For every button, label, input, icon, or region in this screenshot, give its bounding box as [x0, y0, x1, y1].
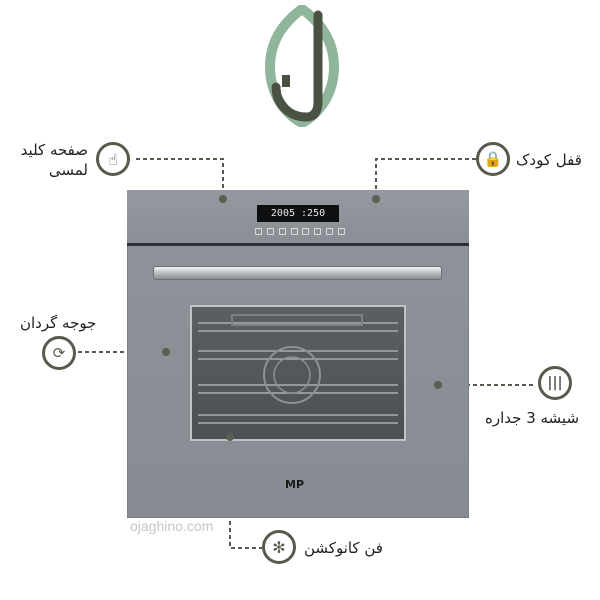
touch-panel-line2: لمسی	[48, 161, 88, 180]
rotisserie-badge: ⟳	[42, 336, 76, 370]
convection-fan-label: فن کانوکشن	[304, 539, 383, 557]
oven-display: 2005 :250	[257, 205, 339, 222]
touch-panel-line1: صفحه کلید	[20, 141, 88, 159]
child-lock-badge: 🔒	[476, 142, 510, 176]
oven-handle	[153, 266, 442, 280]
oven-interior	[198, 314, 398, 424]
oven-window	[190, 305, 406, 441]
rotisserie-dot	[162, 348, 170, 356]
child-lock-label: قفل کودک	[516, 151, 582, 169]
triple-glass-label: شیشه 3 جداره	[485, 409, 580, 427]
child-lock-icon: 🔒	[483, 150, 503, 168]
child-lock-dot	[372, 195, 380, 203]
touch-controls	[255, 228, 345, 236]
touch-panel-badge: ☝	[96, 142, 130, 176]
touch-hand-icon: ☝	[108, 149, 118, 169]
rotisserie-label: جوجه گردان	[20, 314, 97, 332]
triple-glass-badge: |||	[538, 366, 572, 400]
touch-panel-label: صفحه کلید لمسی	[8, 140, 88, 181]
brand-logo	[264, 5, 340, 127]
triple-glass-dot	[434, 381, 442, 389]
convection-fan-badge: ✻	[262, 530, 296, 564]
convection-fan-icon: ✻	[272, 537, 286, 557]
website-watermark: ojaghino.com	[130, 518, 214, 534]
convection-fan-dot	[226, 433, 234, 441]
triple-glass-icon: |||	[547, 375, 563, 391]
oven-brand: MP	[285, 478, 305, 491]
rotisserie-icon: ⟳	[52, 344, 66, 362]
touch-panel-dot	[219, 195, 227, 203]
